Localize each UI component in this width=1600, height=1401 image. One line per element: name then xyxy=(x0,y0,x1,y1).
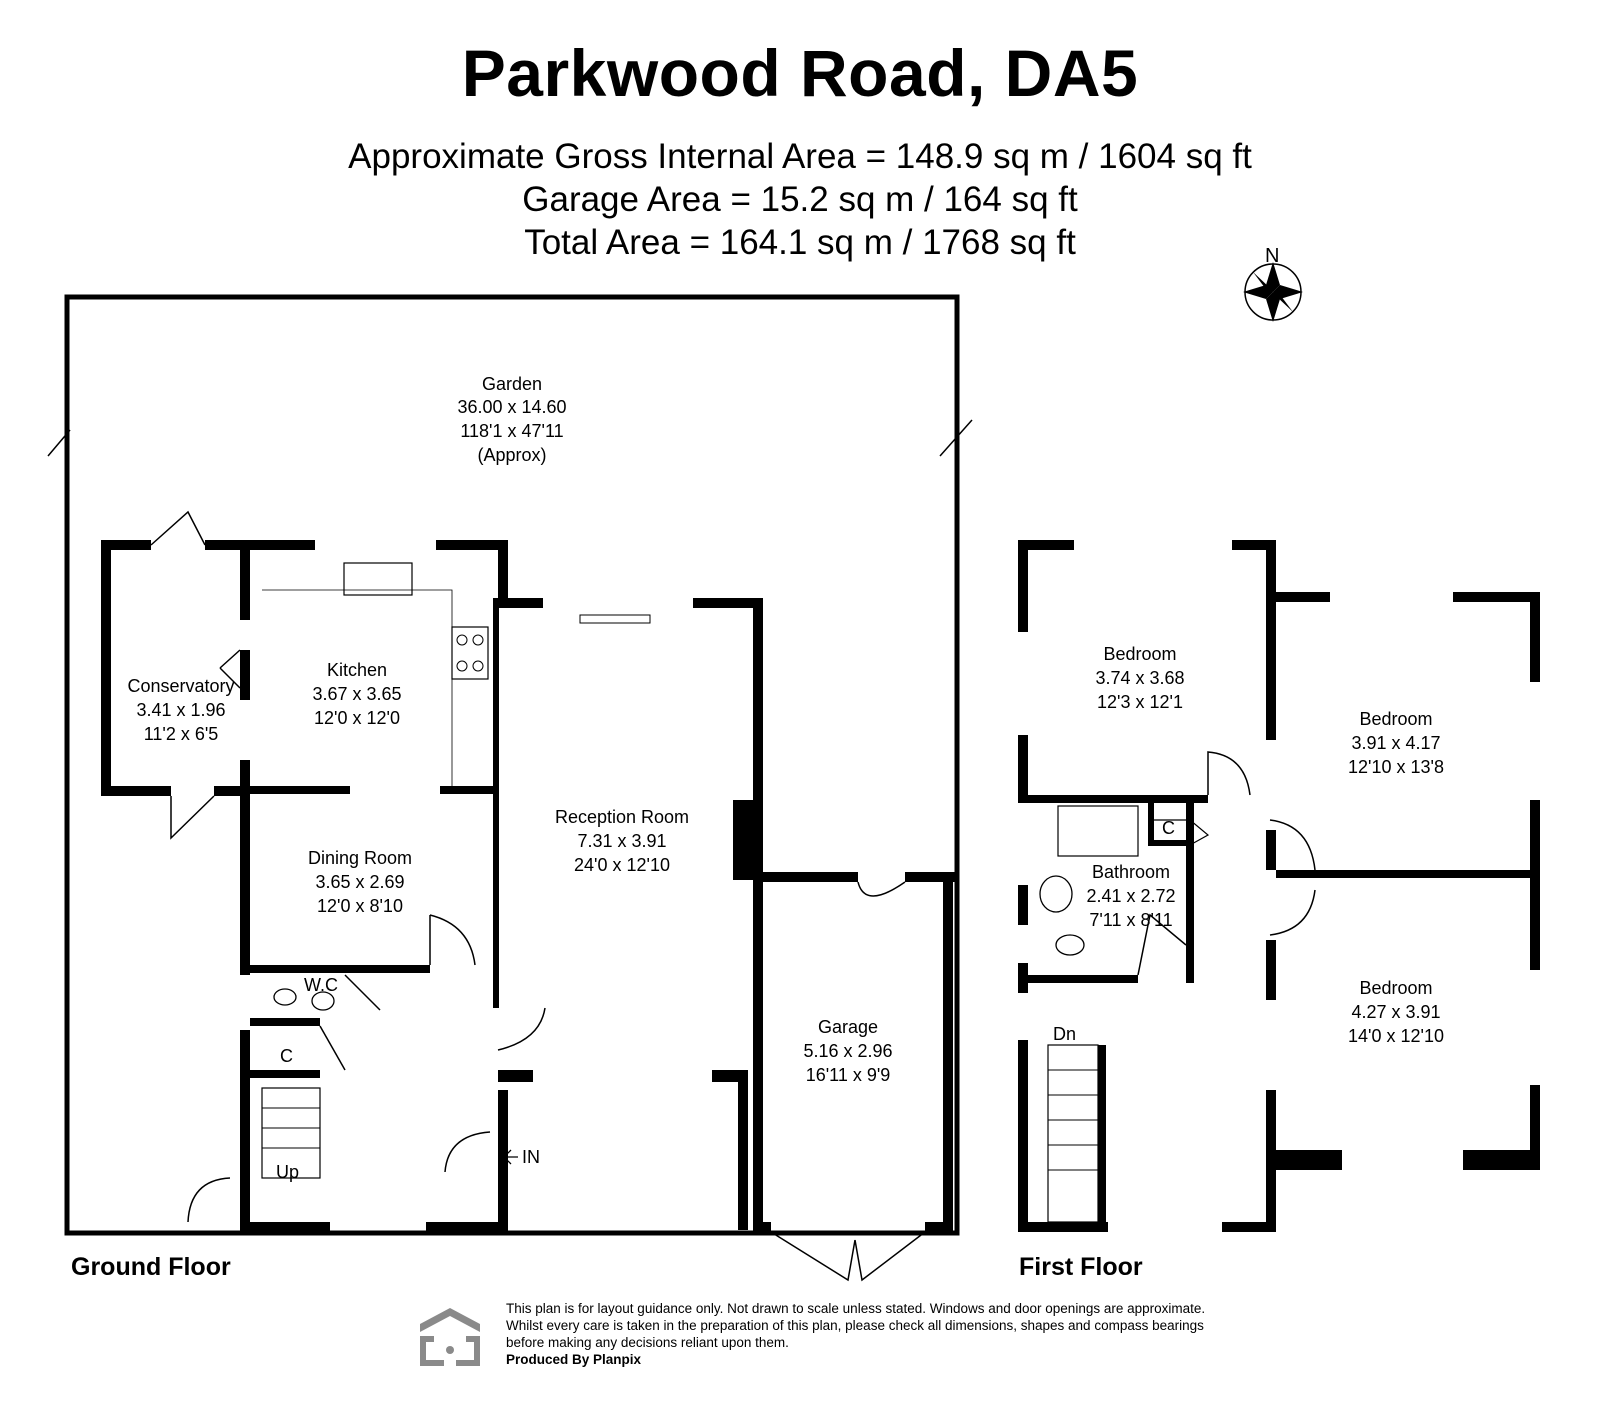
first-cupboard-label: C xyxy=(1162,818,1175,838)
garden-boundary xyxy=(64,294,960,1236)
dining-metric: 3.65 x 2.69 xyxy=(315,872,404,892)
garage-name: Garage xyxy=(818,1017,878,1037)
dining-name: Dining Room xyxy=(308,848,412,868)
conservatory-imperial: 11'2 x 6'5 xyxy=(144,724,219,744)
garage-area: Garage Area = 15.2 sq m / 164 sq ft xyxy=(522,180,1078,219)
ground-cupboard-label: C xyxy=(280,1046,293,1066)
entrance-arrow-icon xyxy=(503,1149,518,1165)
conservatory-metric: 3.41 x 1.96 xyxy=(136,700,225,720)
kitchen-metric: 3.67 x 3.65 xyxy=(312,684,401,704)
reception-imperial: 24'0 x 12'10 xyxy=(574,855,670,875)
total-area: Total Area = 164.1 sq m / 1768 sq ft xyxy=(524,223,1076,262)
reception-name: Reception Room xyxy=(555,807,689,827)
bathroom-imperial: 7'11 x 8'11 xyxy=(1089,910,1172,930)
first-floor-plan: Bedroom 3.74 x 3.68 12'3 x 12'1 Bedroom … xyxy=(1018,540,1540,1232)
garden-note: (Approx) xyxy=(477,445,546,465)
entrance-label: IN xyxy=(522,1147,540,1167)
gross-internal-area: Approximate Gross Internal Area = 148.9 … xyxy=(348,137,1252,176)
disclaimer-text: This plan is for layout guidance only. N… xyxy=(506,1301,1206,1350)
bedroom3-imperial: 14'0 x 12'10 xyxy=(1348,1026,1444,1046)
compass-north-label: N xyxy=(1265,245,1279,267)
kitchen-name: Kitchen xyxy=(327,660,387,680)
bedroom3-name: Bedroom xyxy=(1359,978,1432,998)
bedroom1-imperial: 12'3 x 12'1 xyxy=(1097,692,1183,712)
bedroom1-metric: 3.74 x 3.68 xyxy=(1095,668,1184,688)
first-floor-label: First Floor xyxy=(1019,1253,1143,1281)
compass-icon: N xyxy=(1243,245,1303,322)
bedroom3-metric: 4.27 x 3.91 xyxy=(1351,1002,1440,1022)
bathroom-metric: 2.41 x 2.72 xyxy=(1086,886,1175,906)
dining-imperial: 12'0 x 8'10 xyxy=(317,896,403,916)
stairs-down-label: Dn xyxy=(1053,1024,1076,1044)
conservatory-name: Conservatory xyxy=(127,676,234,696)
reception-metric: 7.31 x 3.91 xyxy=(577,831,666,851)
bathroom-name: Bathroom xyxy=(1092,862,1170,882)
wc-label: W.C xyxy=(304,975,338,995)
page-title: Parkwood Road, DA5 xyxy=(461,36,1139,110)
stairs-up-label: Up xyxy=(276,1162,299,1182)
garden-imperial: 118'1 x 47'11 xyxy=(460,421,563,441)
bedroom2-metric: 3.91 x 4.17 xyxy=(1351,733,1440,753)
ground-floor-plan: Garden 36.00 x 14.60 118'1 x 47'11 (Appr… xyxy=(47,294,973,1282)
planpix-logo-icon xyxy=(420,1308,480,1366)
garden-name: Garden xyxy=(482,374,542,394)
garage-metric: 5.16 x 2.96 xyxy=(803,1041,892,1061)
disclaimer: This plan is for layout guidance only. N… xyxy=(506,1300,1206,1368)
producer-credit: Produced By Planpix xyxy=(506,1352,642,1367)
bedroom1-name: Bedroom xyxy=(1103,644,1176,664)
garden-metric: 36.00 x 14.60 xyxy=(457,397,566,417)
bedroom2-name: Bedroom xyxy=(1359,709,1432,729)
kitchen-imperial: 12'0 x 12'0 xyxy=(314,708,400,728)
ground-floor-label: Ground Floor xyxy=(71,1253,231,1281)
garage-imperial: 16'11 x 9'9 xyxy=(806,1065,891,1085)
bedroom2-imperial: 12'10 x 13'8 xyxy=(1348,757,1444,777)
